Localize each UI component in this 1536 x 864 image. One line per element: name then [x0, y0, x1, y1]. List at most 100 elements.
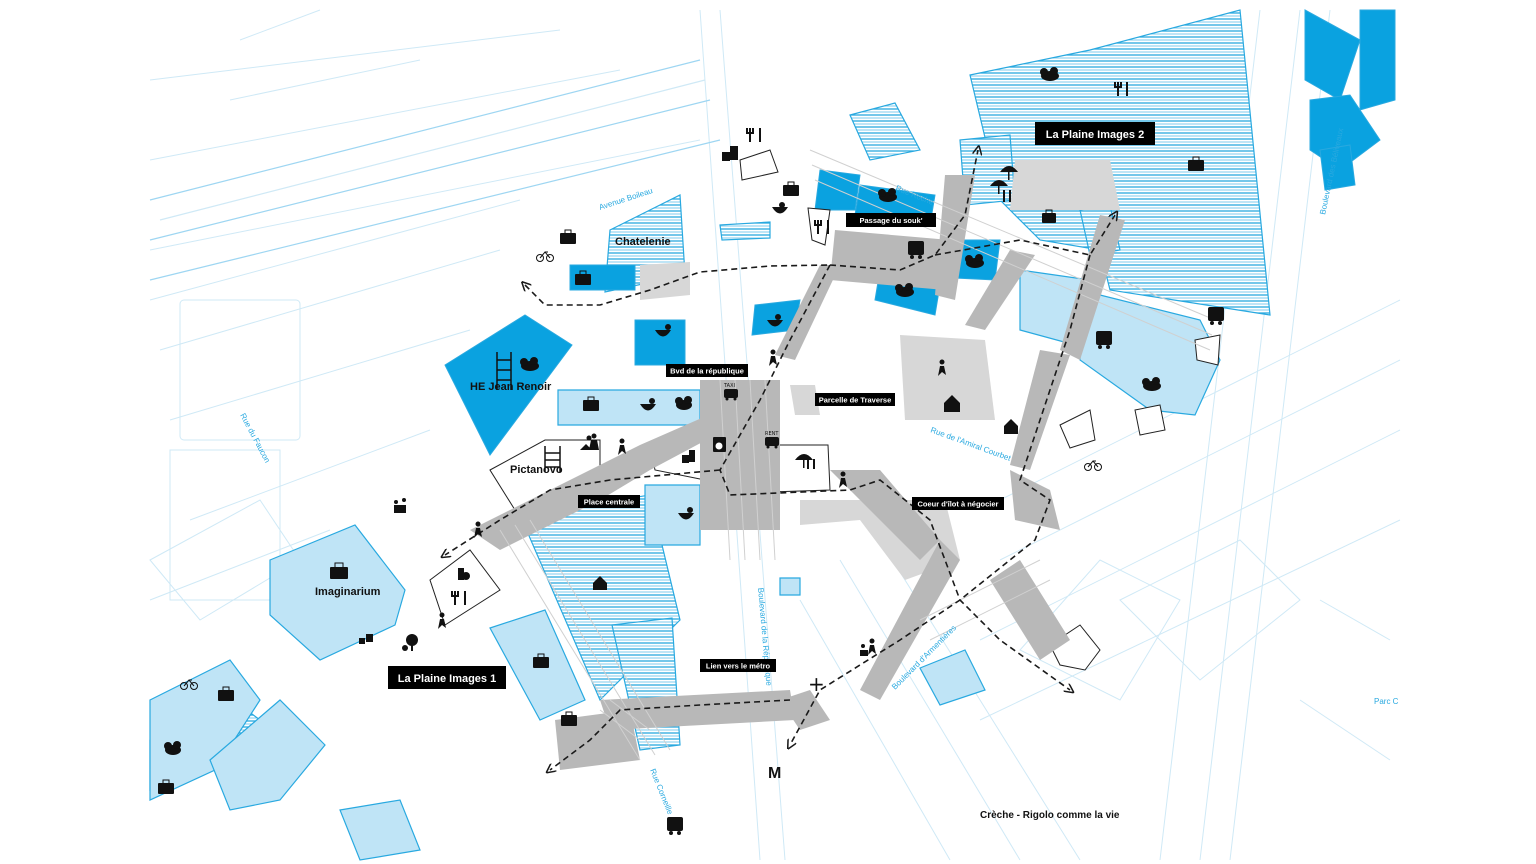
- briefcase-icon: [218, 686, 234, 701]
- fork-knife-icon: [746, 128, 761, 142]
- briefcase-icon: [1042, 209, 1056, 223]
- fork-knife-icon: [807, 459, 815, 469]
- cooking-icon: [767, 314, 783, 327]
- hatched-buildings: [149, 9, 1271, 791]
- briefcase-icon: [560, 229, 576, 244]
- svg-text:Bvd de la république: Bvd de la république: [670, 367, 744, 376]
- plaine-images-2-block: [969, 9, 1271, 316]
- crowd-icon: [878, 188, 897, 202]
- road-label-rue-amiral-courbet: Rue de l'Amiral Courbet: [929, 425, 1012, 463]
- bicycle-icon: [1084, 460, 1102, 471]
- family-icon: [394, 498, 406, 513]
- white-buildings: [429, 149, 1221, 671]
- medical-cross-icon: +: [808, 672, 825, 696]
- coffee-icon: [722, 146, 738, 161]
- metro-label: M: [768, 765, 781, 782]
- vehicle-icon-group: [667, 241, 1224, 835]
- bicycle-icon: [536, 251, 554, 262]
- svg-text:Place centrale: Place centrale: [584, 498, 634, 507]
- cooking-icon: [655, 324, 671, 337]
- pedestrian-icon: [438, 612, 446, 629]
- light-blue-buildings: [149, 269, 1221, 861]
- tag-place-centrale: Place centrale: [578, 495, 640, 508]
- briefcase-icon: [583, 396, 599, 411]
- bicycle-icon: [180, 679, 198, 690]
- umbrella-icon-group: [795, 166, 1018, 468]
- svg-text:La Plaine Images 1: La Plaine Images 1: [398, 673, 496, 685]
- zone-tag-plaine-1: La Plaine Images 1: [388, 666, 506, 689]
- bus-icon: [1096, 331, 1112, 349]
- coffee-icon-group: [359, 146, 738, 644]
- bus-icon: [667, 817, 683, 835]
- svg-text:Parcelle de Traverse: Parcelle de Traverse: [819, 396, 892, 405]
- fork-knife-icon: [1003, 190, 1011, 202]
- washing-machine-icon: [713, 437, 726, 452]
- pedestrian-icon: [868, 638, 876, 655]
- svg-text:Coeur d'îlot à négocier: Coeur d'îlot à négocier: [918, 500, 999, 509]
- house-icon: [1004, 419, 1018, 434]
- road-label-rue-corneille: Rue Corneille: [648, 767, 675, 816]
- playground-icon: [580, 435, 592, 450]
- briefcase-icon: [158, 779, 174, 794]
- film-strip-icon: [544, 446, 561, 472]
- briefcase-icon: [561, 711, 577, 726]
- imaginarium-building: [269, 524, 406, 661]
- briefcase-icon: [1188, 156, 1204, 171]
- tag-lien-metro: Lien vers le métro: [700, 659, 776, 672]
- label-pictanovo: Pictanovo: [510, 464, 563, 476]
- zone-tag-plaine-2: La Plaine Images 2: [1035, 122, 1155, 145]
- umbrella-icon: [990, 180, 1008, 194]
- tag-parcelle-traverse: Parcelle de Traverse: [815, 393, 895, 406]
- pedestrian-icon: [589, 433, 599, 450]
- tag-passage-du-souk: Passage du souk': [846, 213, 936, 227]
- cooking-icon: [678, 507, 694, 520]
- svg-text:Passage du souk': Passage du souk': [859, 216, 922, 225]
- road-label-rue-faucon: Rue du Faucon: [238, 412, 272, 465]
- label-imaginarium: Imaginarium: [315, 586, 381, 598]
- tag-coeur-ilot: Coeur d'îlot à négocier: [912, 497, 1004, 510]
- pedestrian-icon: [938, 359, 946, 376]
- briefcase-icon-group: [158, 156, 1204, 794]
- family-icon-group: [394, 435, 868, 656]
- parcelle-de-traverse: [900, 335, 995, 420]
- rent-car-icon: [765, 437, 779, 449]
- coffee-icon: [682, 450, 695, 463]
- fork-knife-icon: [1114, 82, 1128, 96]
- pedestrian-paths: [470, 175, 1125, 770]
- tree-icon: [402, 634, 418, 651]
- pedestrian-icon: [769, 349, 777, 366]
- coffee-icon: [359, 634, 373, 644]
- crowd-icon: [1040, 67, 1059, 81]
- road-label-avenue-boileau: Avenue Boileau: [598, 186, 654, 212]
- house-icon: [593, 576, 607, 590]
- house-icon-group: [593, 395, 1018, 590]
- svg-text:La Plaine Images 2: La Plaine Images 2: [1046, 129, 1144, 141]
- label-creche: Crèche - Rigolo comme la vie: [980, 810, 1120, 821]
- dining-icon-group: [451, 82, 1128, 605]
- family-icon: [860, 644, 868, 656]
- fork-knife-icon: [451, 591, 466, 605]
- road-label-parc: Parc C: [1374, 697, 1399, 706]
- bus-icon: [1208, 307, 1224, 325]
- pedestrian-icon: [618, 438, 626, 455]
- taxi-icon: [724, 389, 738, 401]
- tag-bvd-republique: Bvd de la république: [666, 364, 748, 377]
- pedestrian-icon: [474, 521, 482, 538]
- label-chatelenie: Chatelenie: [615, 236, 671, 248]
- crowd-icon: [895, 283, 914, 297]
- pedestrian-icon-group: [438, 349, 946, 655]
- crowd-icon: [164, 741, 181, 755]
- film-strip-icon: [496, 352, 512, 390]
- crowd-icon-group: [164, 67, 1161, 755]
- crowd-icon: [965, 254, 984, 268]
- taxi-label: TAXI: [723, 383, 735, 389]
- briefcase-icon: [330, 562, 348, 579]
- svg-text:Lien vers le métro: Lien vers le métro: [706, 662, 771, 671]
- canal-band: [149, 59, 721, 281]
- umbrella-icon: [1000, 166, 1018, 180]
- cooking-icon: [772, 202, 788, 214]
- house-icon: [944, 395, 960, 412]
- briefcase-icon: [783, 181, 799, 196]
- briefcase-icon: [533, 653, 549, 668]
